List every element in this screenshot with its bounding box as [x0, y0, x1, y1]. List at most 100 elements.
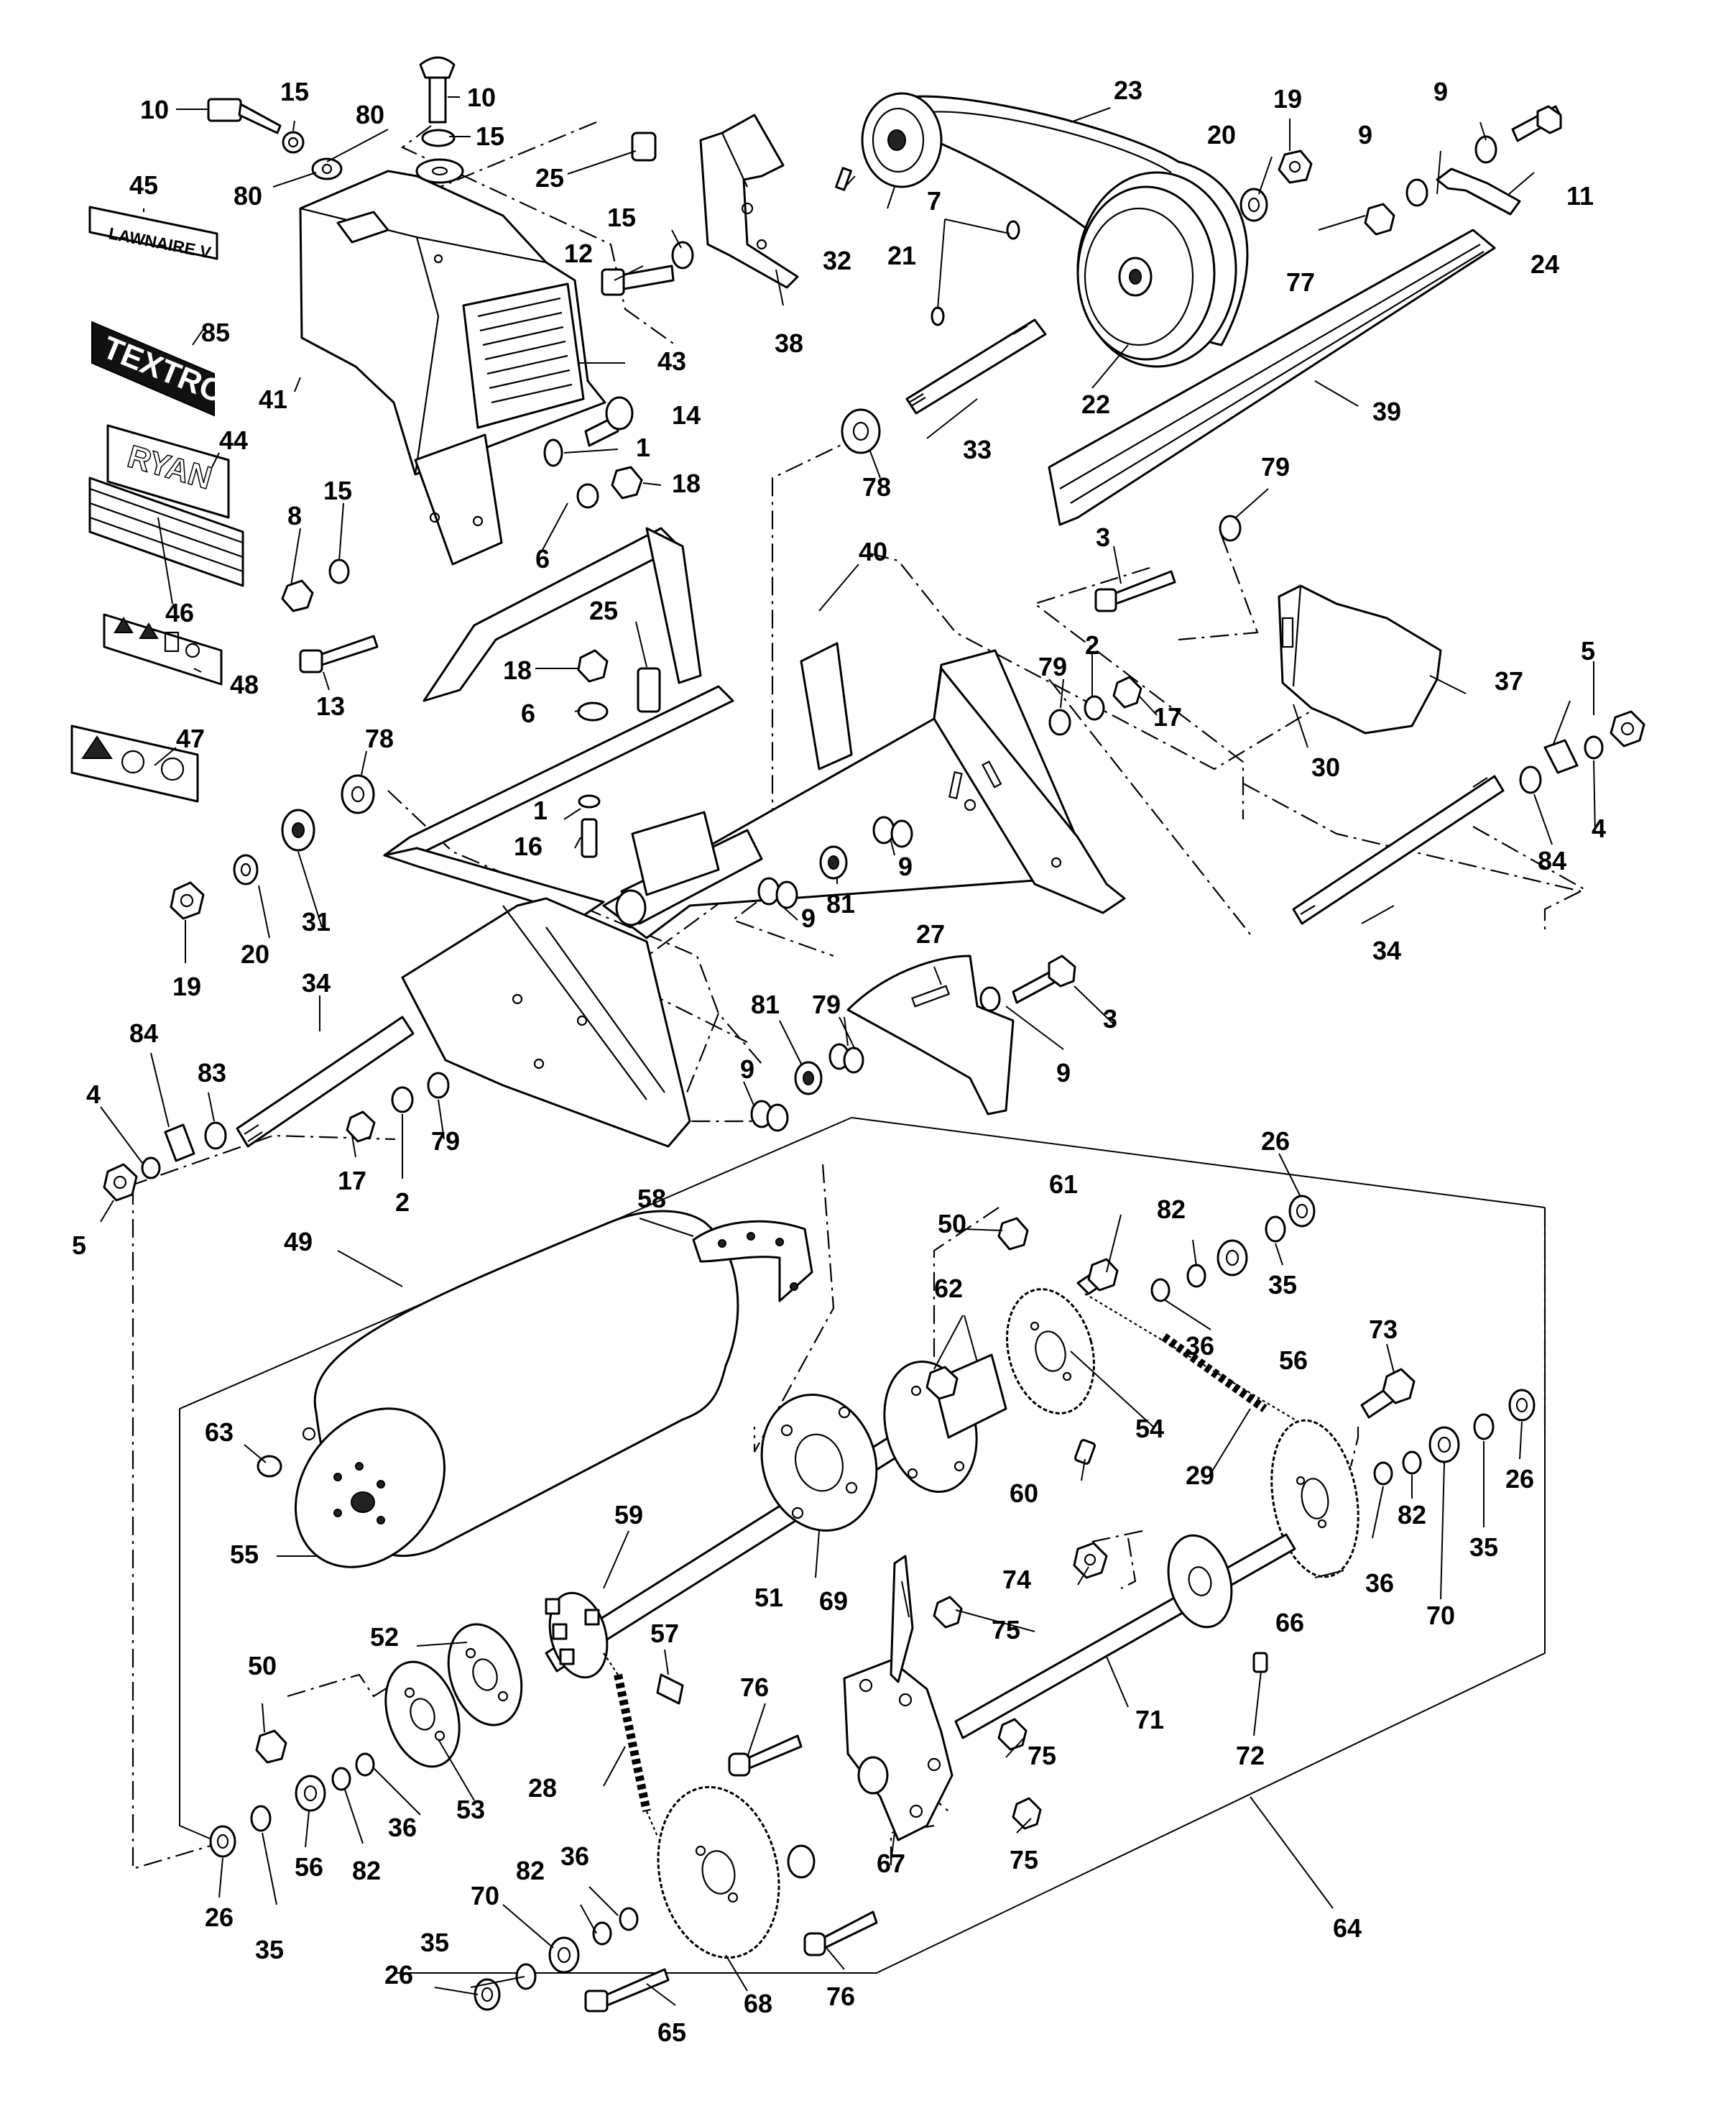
callout-11: 11	[1566, 181, 1594, 211]
callout-63: 63	[205, 1417, 234, 1447]
callout-37: 37	[1495, 666, 1523, 696]
assembly-lines	[129, 121, 1589, 1870]
part-40-frame	[383, 527, 1126, 1148]
part-5-nut-left	[103, 1163, 138, 1202]
part-10-bolt-b	[419, 56, 456, 124]
part-19-nut-top	[1278, 150, 1313, 184]
part-69-bracket	[890, 1555, 914, 1683]
part-36-spacer-c	[355, 1752, 375, 1777]
callout-81: 81	[751, 990, 780, 1019]
callout-51: 51	[754, 1583, 783, 1612]
part-75-nut-a	[933, 1596, 963, 1629]
part-4-washer-right	[1584, 735, 1604, 760]
part-36-spacer-a	[1150, 1278, 1171, 1302]
callout-36: 36	[1186, 1331, 1214, 1361]
callout-82: 82	[1157, 1195, 1186, 1224]
callout-67: 67	[877, 1849, 905, 1878]
part-66-sprocket	[1270, 1419, 1359, 1578]
callout-58: 58	[637, 1184, 666, 1213]
part-5-nut-right	[1610, 710, 1645, 748]
part-79-washer-top	[1219, 515, 1242, 542]
callout-79: 79	[812, 990, 841, 1019]
part-81-bearing-a	[819, 845, 848, 880]
callout-6: 6	[521, 699, 535, 728]
callout-76: 76	[740, 1673, 769, 1702]
decal-46-stripe	[88, 477, 244, 587]
part-82-washer-c	[331, 1767, 351, 1791]
part-35-washer-c	[250, 1805, 272, 1832]
part-80-washer-b	[415, 158, 464, 184]
callout-83: 83	[198, 1058, 226, 1087]
part-75-nut-c	[1012, 1797, 1042, 1830]
part-34-axle-left	[236, 1016, 415, 1148]
part-2-washer-right	[1084, 695, 1105, 721]
callout-26: 26	[205, 1903, 234, 1932]
part-79-washer-right	[1048, 709, 1071, 736]
part-15-washer-d	[328, 558, 350, 584]
part-38-bracket	[699, 114, 799, 289]
callout-8: 8	[287, 501, 302, 530]
callout-84: 84	[129, 1018, 158, 1048]
callout-65: 65	[657, 2018, 686, 2047]
callout-44: 44	[219, 426, 248, 455]
callout-5: 5	[72, 1230, 86, 1260]
callout-18: 18	[672, 469, 701, 498]
part-2-washer-left	[391, 1086, 414, 1113]
callout-41: 41	[259, 385, 287, 414]
part-9-washer-b-top	[1474, 135, 1497, 164]
callout-2: 2	[395, 1187, 410, 1217]
part-9-washers-f	[750, 1100, 789, 1132]
callout-28: 28	[528, 1773, 557, 1803]
callout-38: 38	[775, 328, 803, 358]
callout-53: 53	[456, 1795, 485, 1824]
part-34-axle-right	[1292, 775, 1505, 925]
callout-1: 1	[636, 433, 650, 462]
part-62-nut	[925, 1366, 959, 1400]
part-35-washer-d	[515, 1963, 537, 1990]
callout-9: 9	[740, 1054, 754, 1084]
callout-82: 82	[516, 1856, 545, 1885]
part-25-stud-top	[631, 132, 657, 162]
part-6-washer-top	[576, 483, 599, 509]
part-56-bearing-b	[295, 1775, 326, 1812]
part-13-bolt	[299, 635, 379, 673]
callout-59: 59	[614, 1500, 643, 1530]
callout-75: 75	[1010, 1845, 1038, 1874]
callout-35: 35	[255, 1935, 284, 1964]
callout-82: 82	[1398, 1500, 1426, 1530]
callout-4: 4	[1592, 814, 1606, 843]
part-20-washer-left	[233, 854, 259, 886]
part-9-washers-c	[757, 877, 798, 909]
callout-19: 19	[172, 972, 201, 1001]
part-39-belt-guard	[1048, 229, 1496, 526]
callout-39: 39	[1372, 397, 1401, 426]
part-76-bolt-a	[728, 1734, 803, 1777]
part-32-key	[835, 167, 852, 191]
callout-75: 75	[1028, 1741, 1056, 1770]
part-18-nut-mid	[577, 649, 609, 683]
part-12-bolt	[601, 264, 675, 296]
callout-4: 4	[86, 1080, 101, 1109]
callout-85: 85	[201, 318, 230, 347]
callout-50: 50	[938, 1209, 966, 1238]
callout-20: 20	[241, 939, 269, 969]
part-56-bearing-a	[1216, 1239, 1248, 1276]
callout-72: 72	[1236, 1741, 1265, 1770]
callout-13: 13	[316, 691, 345, 721]
callout-70: 70	[1426, 1601, 1455, 1630]
callout-25: 25	[589, 596, 618, 625]
callout-54: 54	[1135, 1414, 1164, 1443]
part-67-bearing-plate	[787, 1659, 954, 1879]
part-36-spacer-b	[1373, 1461, 1393, 1486]
callout-79: 79	[1038, 652, 1067, 681]
callout-3: 3	[1103, 1004, 1117, 1034]
part-79-washers-c	[828, 1043, 864, 1074]
part-84-washer-right	[1519, 765, 1542, 794]
callout-62: 62	[934, 1274, 963, 1303]
part-81-bearing-b	[794, 1061, 823, 1095]
callout-9: 9	[801, 903, 816, 933]
callout-17: 17	[338, 1166, 366, 1195]
callout-9: 9	[1056, 1058, 1071, 1087]
part-6-washer-mid	[577, 702, 609, 722]
callout-48: 48	[230, 670, 259, 699]
